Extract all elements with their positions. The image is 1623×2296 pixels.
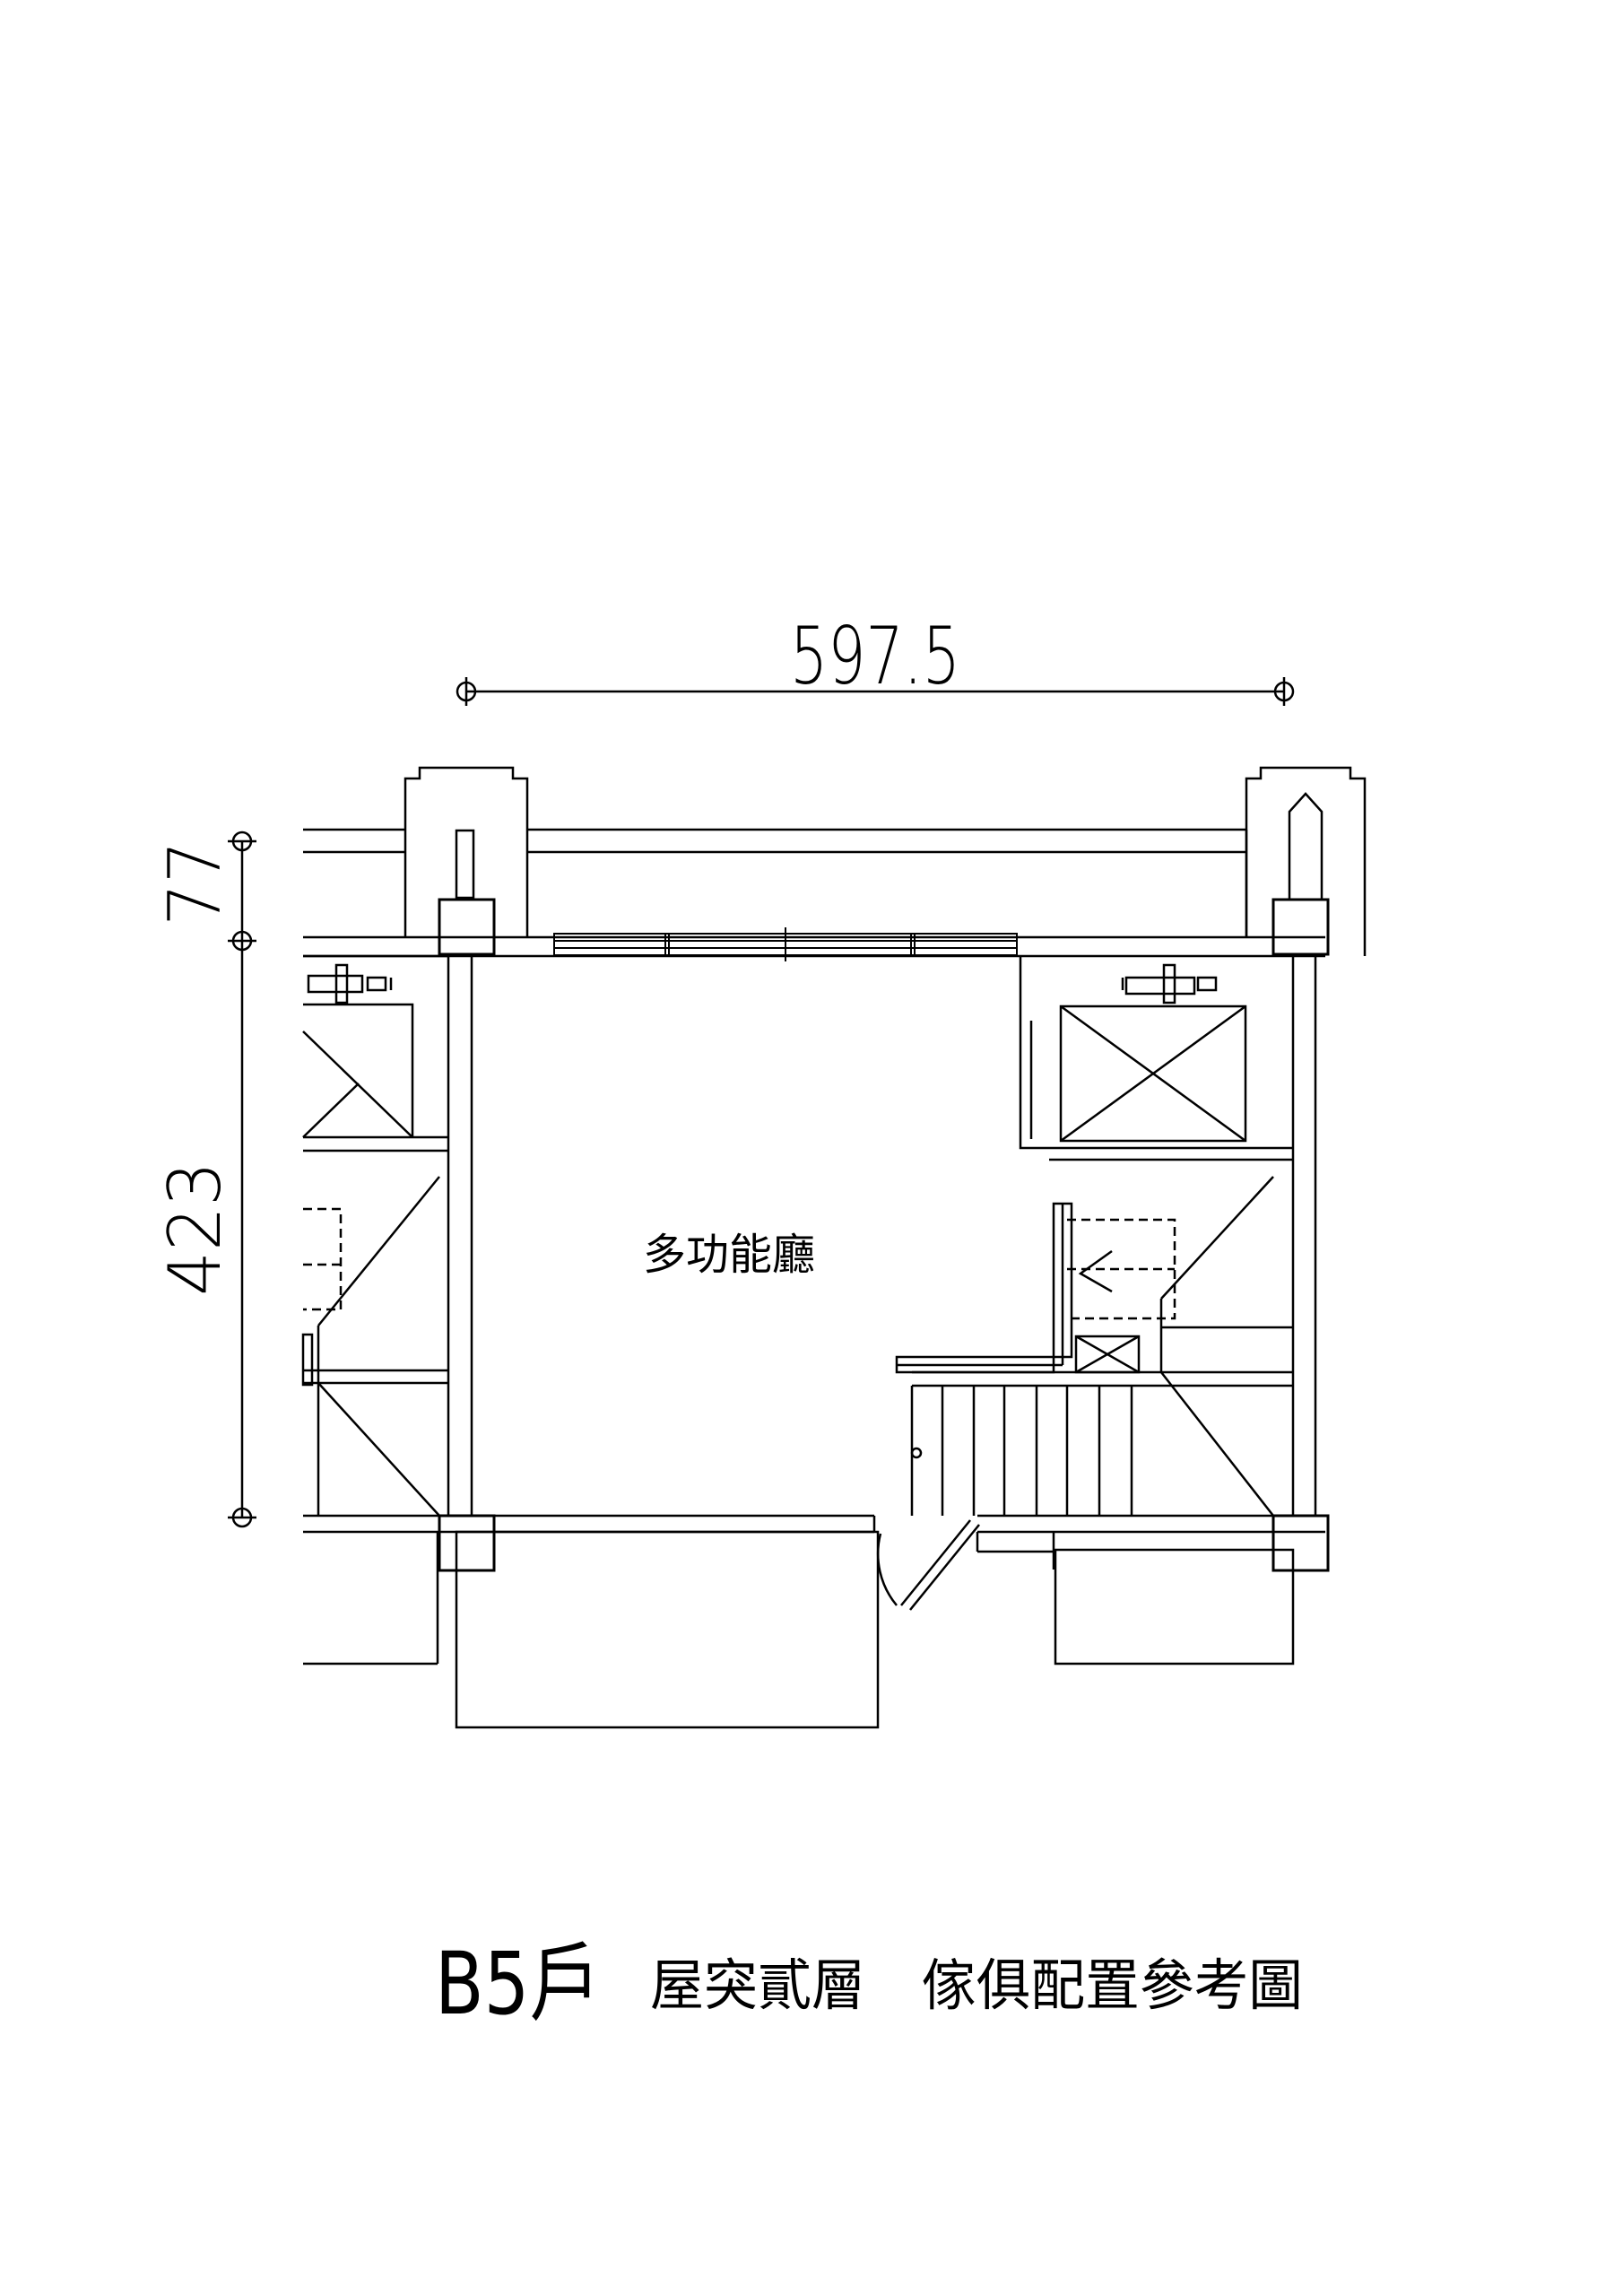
drawing-title-floor: 屋突貳層 (650, 1952, 865, 2018)
pilasters (404, 766, 1367, 956)
dimension-top-width: 597.5 (790, 610, 960, 702)
column-bottom-right (1271, 1514, 1330, 1572)
dimension-left-upper: 77 (153, 841, 237, 926)
room-label: 多功能廳 (643, 1230, 815, 1280)
top-dimension (456, 677, 1295, 706)
right-stair (895, 1176, 1293, 1517)
right-elevator (1019, 956, 1293, 1161)
left-elevator (302, 963, 448, 1152)
column-top-left (438, 898, 496, 956)
top-window (553, 927, 1018, 961)
column-top-right (1271, 898, 1330, 956)
left-dimension (228, 831, 256, 1528)
left-stair (301, 1176, 448, 1517)
bottom-door (872, 1516, 980, 1611)
dimension-left-lower: 423 (153, 1161, 237, 1296)
drawing-title-caption: 傢俱配置參考圖 (922, 1952, 1303, 2018)
drawing-title-unit: B5戶 (435, 1934, 601, 2034)
column-bottom-left (438, 1514, 496, 1572)
columns (438, 898, 1330, 1572)
